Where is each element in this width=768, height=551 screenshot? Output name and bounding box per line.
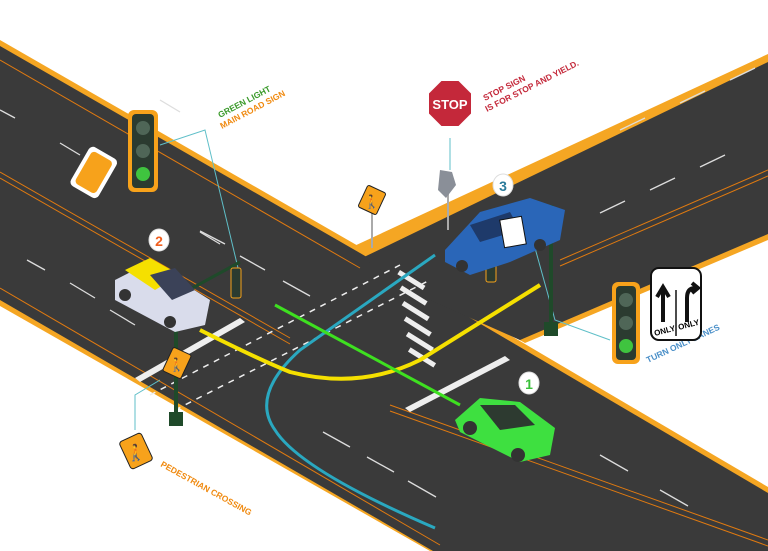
taxi-car (115, 258, 210, 332)
blue-truck (445, 198, 565, 275)
traffic-light-large-left (128, 110, 158, 192)
turn-only-sign: ONLY ONLY (650, 267, 702, 341)
pedestrian-sign-pole: 🚶 (358, 185, 386, 248)
svg-text:2: 2 (155, 233, 163, 249)
lane-markings (0, 67, 756, 507)
stop-sign: STOP (427, 79, 473, 230)
stop-sign-text: STOP (432, 97, 467, 112)
marker-1: 1 (518, 371, 540, 395)
main-road-sign (70, 146, 118, 199)
main-road (0, 46, 768, 551)
marker-2: 2 (148, 228, 170, 252)
path-green (274, 303, 461, 407)
green-car (455, 398, 555, 462)
svg-text:3: 3 (499, 178, 507, 194)
svg-text:1: 1 (525, 376, 533, 392)
pedestrian-icon: 🚶 (364, 194, 380, 209)
pedestrian-icon: 🚶 (169, 357, 185, 372)
marker-3: 3 (492, 173, 514, 197)
pedestrian-crossing-sign: 🚶 (119, 432, 153, 470)
pedestrian-crossing-label: PEDESTRIAN CROSSING (159, 459, 254, 518)
path-cyan (265, 253, 436, 530)
callout-lines (134, 129, 611, 430)
pedestrian-icon: 🚶 (126, 443, 146, 462)
traffic-light-large-right (612, 282, 640, 364)
